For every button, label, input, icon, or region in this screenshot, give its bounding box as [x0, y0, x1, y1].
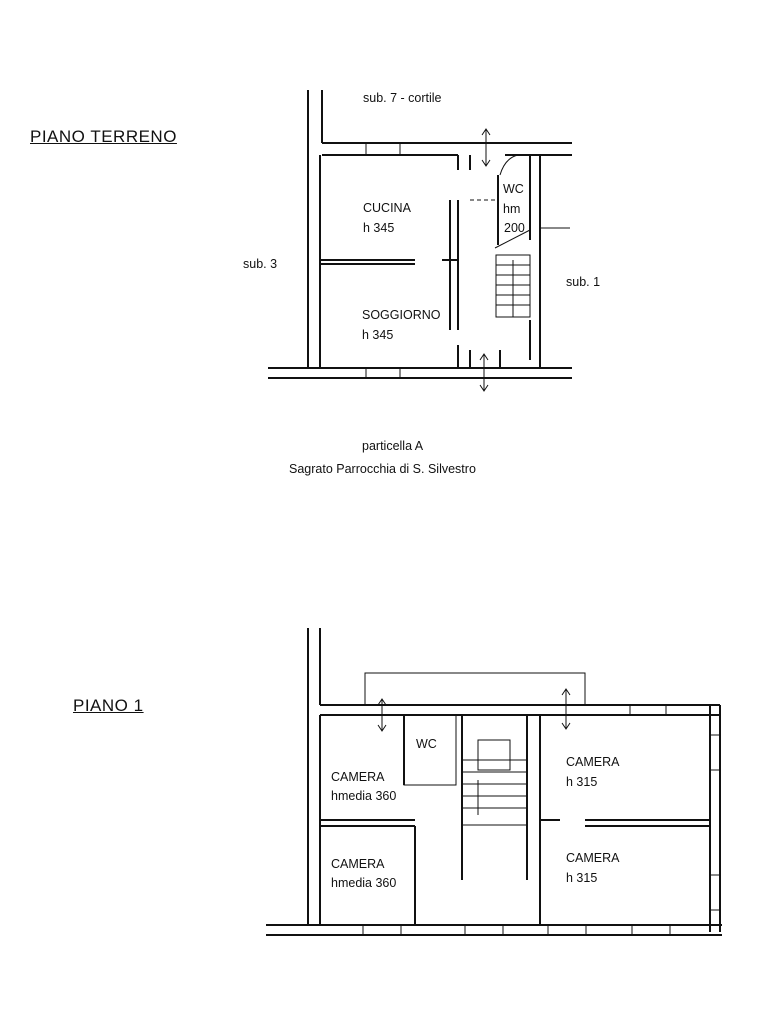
ground-floor-title: PIANO TERRENO	[30, 127, 177, 146]
room-wc-name: WC	[503, 182, 524, 196]
room-camera-sw-height: hmedia 360	[331, 876, 397, 890]
east-neighbor-label: sub. 1	[566, 275, 601, 289]
room-camera-sw-name: CAMERA	[331, 857, 385, 871]
room-wc-height: 200	[504, 221, 525, 235]
room-camera-nw-height: hmedia 360	[331, 789, 397, 803]
room-wc-1-name: WC	[416, 737, 437, 751]
caption-line2: Sagrato Parrocchia di S. Silvestro	[289, 462, 476, 476]
room-soggiorno-height: h 345	[362, 328, 394, 342]
room-camera-nw-name: CAMERA	[331, 770, 385, 784]
room-cucina-name: CUCINA	[363, 201, 411, 215]
room-soggiorno-name: SOGGIORNO	[362, 308, 441, 322]
room-wc-height-prefix: hm	[503, 202, 521, 216]
room-cucina-height: h 345	[363, 221, 395, 235]
first-floor-title: PIANO 1	[73, 696, 144, 715]
room-camera-se-name: CAMERA	[566, 851, 620, 865]
caption-line1: particella A	[362, 439, 424, 453]
north-neighbor-label: sub. 7 - cortile	[363, 91, 442, 105]
room-camera-ne-name: CAMERA	[566, 755, 620, 769]
room-camera-ne-height: h 315	[566, 775, 598, 789]
room-camera-se-height: h 315	[566, 871, 598, 885]
west-neighbor-label: sub. 3	[243, 257, 278, 271]
